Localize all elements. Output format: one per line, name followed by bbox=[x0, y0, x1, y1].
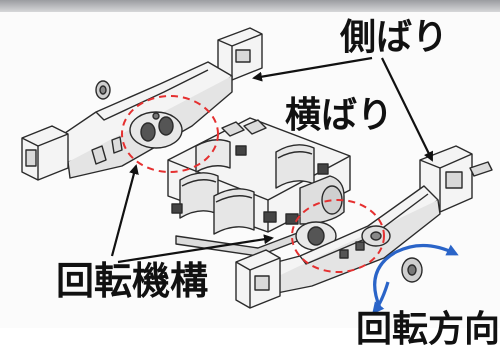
top-border bbox=[0, 0, 500, 12]
pivot-arrow-lower bbox=[117, 234, 274, 264]
pivot-arrow-upper bbox=[110, 164, 139, 257]
cross-beam-label: 横ばり bbox=[285, 95, 394, 136]
side-beam-label: 側ばり bbox=[340, 17, 449, 58]
side-beam-arrow-upper bbox=[252, 56, 373, 82]
rotation-direction-arrow bbox=[373, 243, 459, 309]
rotation-mechanism-label: 回転機構 bbox=[56, 259, 209, 303]
cross-beam-assembly bbox=[167, 117, 351, 257]
side-beam-arrow-lower bbox=[381, 57, 433, 162]
pivot-highlight-upper bbox=[121, 95, 219, 173]
rotation-direction-arrow-tail bbox=[372, 281, 390, 315]
upper-side-beam bbox=[21, 27, 263, 181]
pivot-highlight-lower bbox=[291, 199, 385, 273]
rotation-direction-label: 回転方向 bbox=[356, 309, 500, 350]
